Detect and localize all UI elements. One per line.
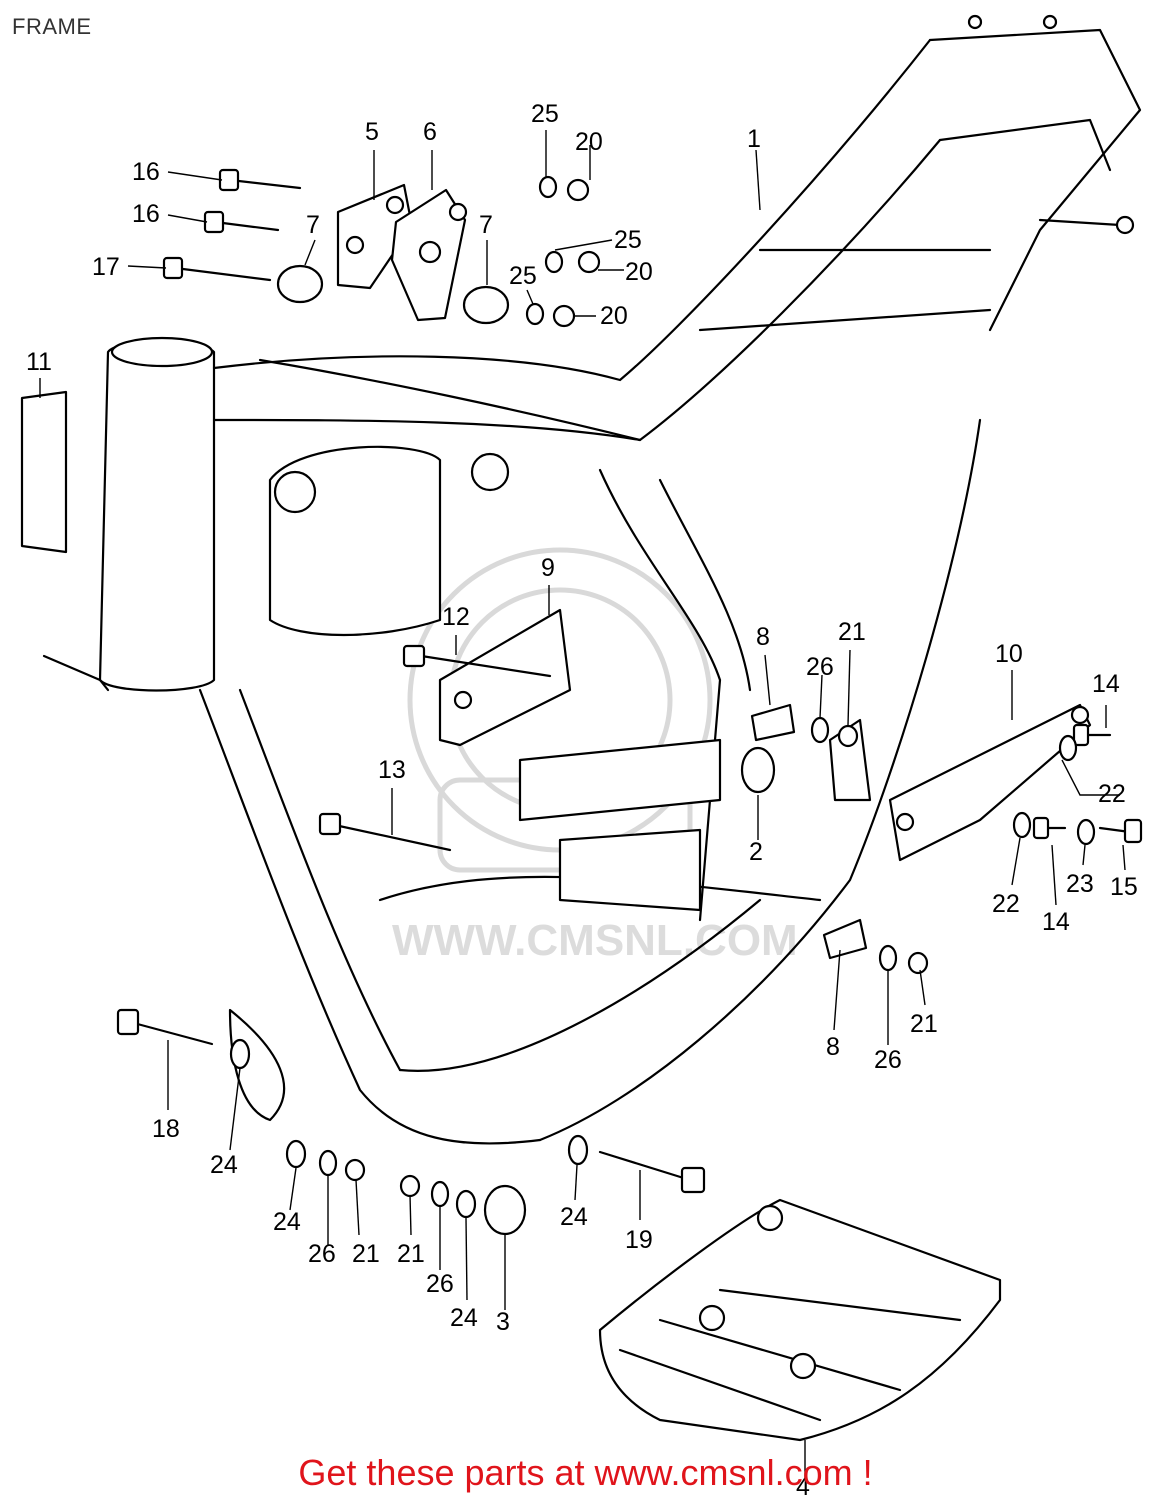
- callout-24-right: 24: [560, 1203, 588, 1231]
- callout-21-upper: 21: [838, 618, 866, 646]
- callout-20-bottom: 20: [600, 302, 628, 330]
- callout-7-right: 7: [479, 211, 493, 239]
- callout-6: 6: [423, 118, 437, 146]
- callout-12: 12: [442, 603, 470, 631]
- callout-25-bottom: 25: [509, 262, 537, 290]
- callout-21-bottom-right: 21: [397, 1240, 425, 1268]
- callout-18: 18: [152, 1115, 180, 1143]
- part-spacer-2: [740, 746, 776, 794]
- callout-26-bottom-left: 26: [308, 1240, 336, 1268]
- footer-link[interactable]: Get these parts at www.cmsnl.com !: [298, 1452, 873, 1493]
- callout-19: 19: [625, 1226, 653, 1254]
- part-bolt-18: [116, 1008, 214, 1046]
- callout-21-right: 21: [910, 1010, 938, 1038]
- part-bracket-9: [438, 608, 572, 747]
- watermark-text: WWW.CMSNL.COM: [392, 916, 798, 965]
- callout-9: 9: [541, 554, 555, 582]
- callout-2: 2: [749, 838, 763, 866]
- part-clamp-8-upper: [750, 703, 796, 742]
- callout-25-middle: 25: [614, 226, 642, 254]
- callout-25-top: 25: [531, 100, 559, 128]
- callout-15: 15: [1110, 873, 1138, 901]
- callout-24-bottom: 24: [450, 1304, 478, 1332]
- part-bolt-13: [318, 812, 452, 852]
- callout-22-upper: 22: [1098, 780, 1126, 808]
- part-bolt-14-upper: [1072, 723, 1112, 747]
- part-collar-7-right: [462, 285, 510, 325]
- part-bolt-17: [162, 256, 272, 282]
- callout-1: 1: [747, 125, 761, 153]
- callout-24-left: 24: [210, 1151, 238, 1179]
- callout-23: 23: [1066, 870, 1094, 898]
- callout-labels: 1 2 3 4 5 6 7 7 8 8 9 10 11 12 13 14 14 …: [26, 100, 1138, 1500]
- part-skid-plate: [598, 1198, 1002, 1442]
- callout-20-top: 20: [575, 128, 603, 156]
- callout-17: 17: [92, 253, 120, 281]
- callout-26-bottom-right: 26: [426, 1270, 454, 1298]
- callout-22-lower: 22: [992, 890, 1020, 918]
- part-collar-3: [483, 1184, 527, 1236]
- part-collar-7-left: [276, 264, 324, 304]
- leader-lines: [39, 130, 1126, 1480]
- part-washers-nuts: [229, 175, 1096, 1219]
- callout-4: 4: [796, 1473, 810, 1500]
- callout-14-lower: 14: [1042, 908, 1070, 936]
- part-plate-5: [336, 183, 414, 290]
- callout-16-lower: 16: [132, 200, 160, 228]
- callout-16-upper: 16: [132, 158, 160, 186]
- callout-11: 11: [26, 348, 52, 376]
- callout-8-upper: 8: [756, 623, 770, 651]
- part-bolt-14-lower: [1032, 816, 1067, 840]
- callout-10: 10: [995, 640, 1023, 668]
- part-bolt-16-upper: [218, 168, 302, 192]
- callout-20-middle: 20: [625, 258, 653, 286]
- callout-14-upper: 14: [1092, 670, 1120, 698]
- part-bracket-10: [888, 703, 1092, 862]
- callout-5: 5: [365, 118, 379, 146]
- footer-banner: Get these parts at www.cmsnl.com !: [0, 1452, 1171, 1494]
- part-plate-6: [390, 188, 468, 322]
- part-bolt-16-lower: [203, 210, 280, 234]
- part-clamp-8-lower: [822, 918, 868, 960]
- callout-26-upper: 26: [806, 653, 834, 681]
- part-bolt-15: [1098, 818, 1143, 844]
- part-bolt-12: [402, 644, 552, 678]
- page-title: FRAME: [12, 14, 92, 39]
- part-decal-strip: [20, 390, 68, 554]
- callout-7-left: 7: [306, 211, 320, 239]
- part-bolt-19: [598, 1150, 706, 1194]
- callout-8-lower: 8: [826, 1033, 840, 1061]
- callout-24-bottom-left: 24: [273, 1208, 301, 1236]
- callout-3: 3: [496, 1308, 510, 1336]
- part-main-frame: [42, 14, 1142, 1145]
- callout-13: 13: [378, 756, 406, 784]
- callout-21-bottom-left: 21: [352, 1240, 380, 1268]
- callout-26-right: 26: [874, 1046, 902, 1074]
